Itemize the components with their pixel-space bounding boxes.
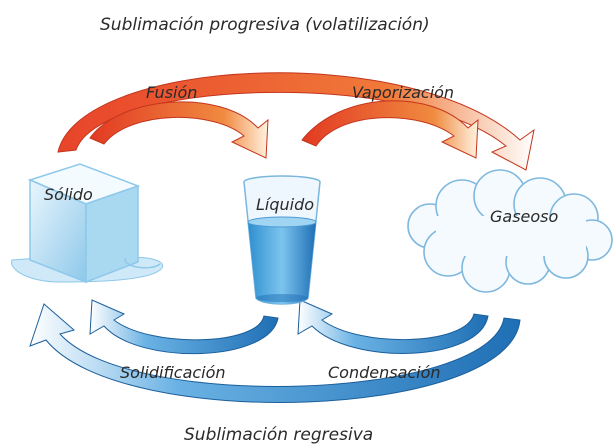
cloud-icon xyxy=(407,169,613,293)
title-top-label: Sublimación progresiva (volatilización) xyxy=(100,15,430,35)
fusion-arrow-icon xyxy=(89,101,269,159)
condensation-arrow-icon xyxy=(297,299,489,354)
solid-label: Sólido xyxy=(44,185,93,204)
water-glass-icon xyxy=(243,175,321,305)
solidification-label: Solidificación xyxy=(120,363,226,382)
gas-label: Gaseoso xyxy=(490,207,559,226)
vaporization-arrow-icon xyxy=(301,100,479,159)
title-bottom-label: Sublimación regresiva xyxy=(184,425,373,445)
fusion-label: Fusión xyxy=(146,83,197,102)
condensation-label: Condensación xyxy=(328,363,441,382)
ice-cube-icon xyxy=(11,163,163,284)
liquid-label: Líquido xyxy=(256,195,314,214)
solidification-arrow-icon xyxy=(89,299,279,355)
vaporization-label: Vaporización xyxy=(352,83,454,102)
sublimation-regressive-arrow-icon xyxy=(29,303,521,403)
